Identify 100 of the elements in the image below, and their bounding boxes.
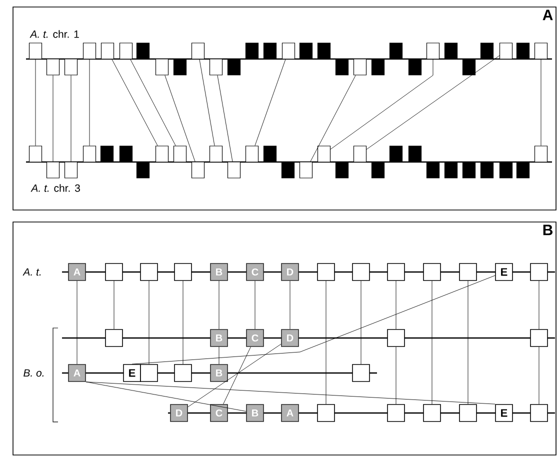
gene-box	[140, 364, 158, 382]
gene-box	[426, 42, 440, 60]
filled-gene-box	[426, 162, 440, 178]
gene-box	[174, 364, 192, 382]
filled-gene-box	[499, 162, 513, 178]
connector-line	[112, 59, 158, 146]
gene-box	[459, 404, 477, 422]
connector-line	[188, 344, 282, 408]
gene-box	[353, 58, 367, 76]
species-label: A. t.	[22, 268, 41, 276]
connector-line	[89, 59, 90, 146]
filled-gene-box	[136, 42, 150, 60]
gene-box	[173, 146, 187, 162]
gene-box	[46, 162, 60, 178]
connector-line	[164, 75, 196, 162]
shaded-gene-box: B	[210, 263, 228, 281]
connector-line	[223, 346, 251, 404]
gene-box	[227, 162, 241, 178]
species-label: A. t. chr. 3	[30, 184, 80, 192]
connector-line	[35, 59, 36, 146]
connector-line	[182, 280, 184, 364]
filled-gene-box	[335, 58, 349, 76]
gene-box	[530, 329, 548, 347]
connector-line	[86, 382, 246, 412]
filled-gene-box	[263, 42, 277, 60]
gene-box	[28, 146, 42, 162]
shaded-gene-box: B	[210, 364, 228, 382]
gene-box	[64, 58, 78, 76]
connector-line	[130, 59, 176, 146]
species-label: A. t. chr. 1	[30, 30, 79, 38]
filled-gene-box	[227, 58, 241, 76]
shaded-gene-box: A	[68, 364, 86, 382]
gene-box	[64, 162, 78, 178]
gene-box	[245, 146, 259, 162]
connector-line	[199, 59, 215, 146]
shaded-gene-box: C	[246, 329, 264, 347]
filled-gene-box	[389, 146, 403, 162]
gene-box	[299, 162, 313, 178]
gene-box	[352, 364, 370, 382]
filled-gene-box	[335, 162, 349, 178]
connector-line	[217, 75, 233, 162]
shaded-gene-box: C	[210, 404, 228, 422]
gene-box	[191, 162, 205, 178]
connector-line	[218, 346, 220, 364]
filled-gene-box	[462, 58, 476, 76]
gene-box	[530, 263, 548, 281]
gene-box	[459, 263, 477, 281]
connector-line	[218, 280, 220, 330]
filled-gene-box	[389, 42, 403, 60]
gene-box	[209, 58, 223, 76]
gene-box	[317, 263, 335, 281]
connector-line	[52, 75, 54, 162]
filled-gene-box	[245, 42, 259, 60]
gene-box	[317, 146, 331, 162]
species-label: B. o.	[24, 369, 44, 377]
gene-box	[530, 404, 548, 422]
gene-box	[534, 146, 548, 162]
gene-box	[191, 42, 205, 60]
gene-box	[105, 329, 123, 347]
gene-box	[174, 263, 192, 281]
gene-box	[387, 329, 405, 347]
gene-box	[423, 263, 441, 281]
shaded-gene-box: A	[281, 404, 299, 422]
gene-box	[100, 42, 114, 60]
filled-gene-box	[462, 162, 476, 178]
shaded-gene-box: B	[210, 329, 228, 347]
shaded-gene-box: A	[68, 263, 86, 281]
gene-box	[534, 42, 548, 60]
gene-box	[352, 263, 370, 281]
filled-gene-box	[263, 146, 277, 162]
filled-gene-box	[317, 42, 331, 60]
connector-line	[76, 280, 78, 364]
filled-gene-box	[136, 162, 150, 178]
filled-gene-box	[299, 42, 313, 60]
gene-box	[209, 146, 223, 162]
filled-gene-box	[516, 42, 530, 60]
connector-line	[132, 275, 496, 364]
filled-gene-box	[516, 162, 530, 178]
shaded-gene-box: D	[281, 263, 299, 281]
gene-box	[46, 58, 60, 76]
connector-line	[360, 280, 362, 364]
filled-gene-box	[281, 162, 295, 178]
gene-box	[387, 263, 405, 281]
gene-box: E	[495, 404, 513, 422]
connector-line	[254, 59, 286, 146]
gene-box: E	[123, 364, 141, 382]
gene-box	[155, 58, 169, 76]
filled-gene-box	[173, 58, 187, 76]
gene-box	[317, 404, 335, 422]
connector-line	[540, 59, 542, 146]
gene-box	[82, 146, 96, 162]
shaded-gene-box: C	[246, 263, 264, 281]
gene-box	[119, 42, 133, 60]
connector-line	[366, 55, 500, 150]
gene-box	[353, 146, 367, 162]
filled-gene-box	[444, 162, 458, 178]
filled-gene-box	[480, 162, 494, 178]
shaded-gene-box: B	[246, 404, 264, 422]
filled-gene-box	[408, 146, 422, 162]
gene-box	[105, 263, 123, 281]
